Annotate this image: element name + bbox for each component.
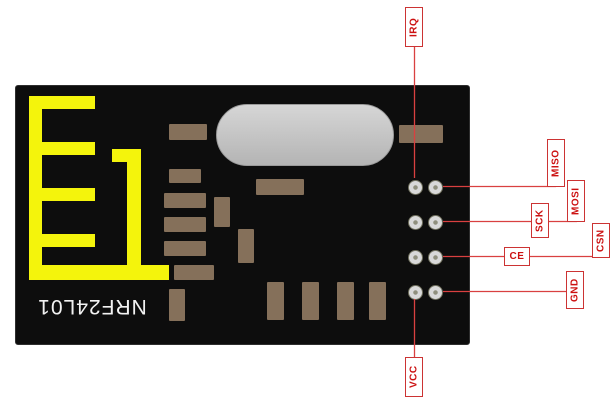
pin-label-gnd: GND — [566, 271, 584, 309]
smd-component — [337, 282, 354, 320]
pad-irq — [408, 180, 423, 195]
smd-component — [369, 282, 386, 320]
antenna-trace-bottom — [29, 265, 169, 280]
smd-component — [169, 169, 201, 183]
pad-mosi — [428, 215, 443, 230]
pad-vcc — [408, 285, 423, 300]
antenna-trace-tooth — [29, 234, 95, 247]
smd-component — [169, 124, 207, 140]
smd-component — [164, 193, 206, 208]
pcb-board: NRF24L01 — [15, 85, 470, 345]
antenna-trace-tooth — [29, 142, 95, 155]
smd-component — [174, 265, 214, 280]
antenna-trace-tooth — [29, 96, 95, 109]
smd-component — [164, 241, 206, 256]
pad-ce — [408, 250, 423, 265]
pin-label-csn: CSN — [592, 223, 610, 258]
smd-component — [267, 282, 284, 320]
smd-component — [302, 282, 319, 320]
pin-label-irq: IRQ — [405, 7, 423, 47]
smd-component — [238, 229, 254, 263]
smd-component — [399, 125, 443, 143]
smd-component — [256, 179, 304, 195]
pin-label-sck: SCK — [531, 203, 549, 238]
pad-gnd — [428, 285, 443, 300]
antenna-trace-tooth — [29, 188, 95, 201]
crystal-oscillator — [216, 104, 394, 166]
module-name: NRF24L01 — [37, 295, 147, 318]
smd-component — [169, 289, 185, 321]
pin-label-mosi: MOSI — [567, 180, 585, 222]
pin-label-vcc: VCC — [405, 357, 423, 397]
smd-component — [214, 197, 230, 227]
pad-sck — [408, 215, 423, 230]
smd-component — [164, 217, 206, 232]
pin-label-ce: CE — [504, 247, 530, 266]
pad-csn — [428, 250, 443, 265]
antenna-trace-vertical — [127, 149, 141, 265]
pad-miso — [428, 180, 443, 195]
pin-label-miso: MISO — [547, 139, 565, 187]
antenna-trace-stub — [112, 149, 140, 162]
